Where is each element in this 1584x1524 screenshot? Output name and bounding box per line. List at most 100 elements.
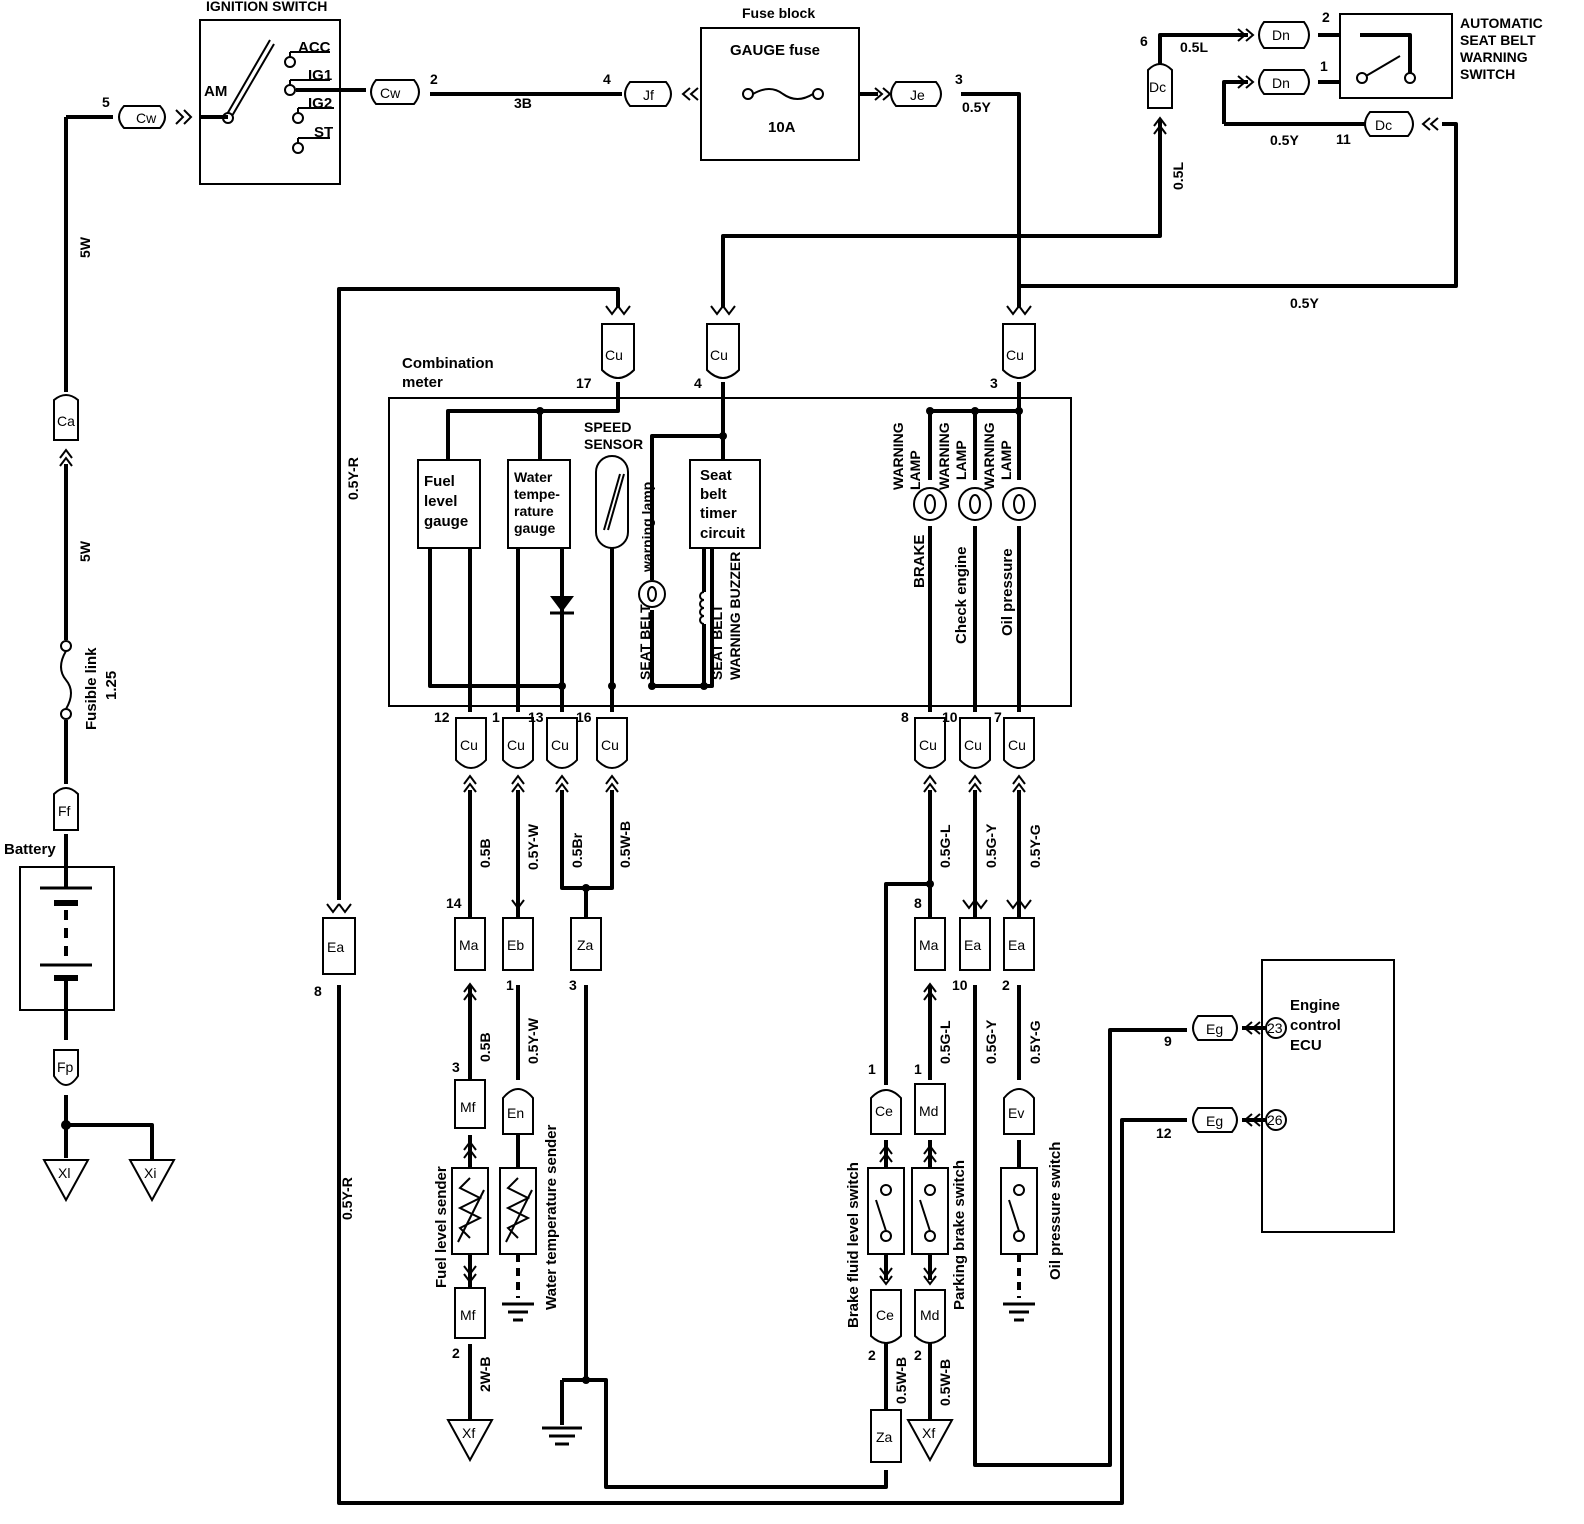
connector-eg-9: Eg 9 — [1164, 1015, 1261, 1049]
connector-fp: Fp — [53, 1049, 79, 1130]
wire-3b: 3B — [514, 95, 532, 111]
wire-05yr-upper: 0.5Y-R — [345, 457, 361, 500]
connector-dc-11: Dc 11 0.5Y — [1270, 111, 1439, 148]
combination-meter: Combination meter Fuel level gauge Water… — [388, 355, 1072, 707]
connector-jf-4: Jf 4 — [603, 71, 699, 107]
wire-5w-upper: 5W — [77, 236, 93, 258]
svg-text:Ea: Ea — [964, 937, 981, 953]
ground-xf-parking: Xf — [906, 1419, 954, 1463]
wire-05l-vert: 0.5L — [1170, 162, 1186, 190]
svg-text:gauge: gauge — [514, 520, 555, 536]
svg-text:Fuel: Fuel — [424, 473, 455, 490]
svg-text:timer: timer — [700, 505, 737, 522]
svg-text:WARNING BUZZER: WARNING BUZZER — [727, 552, 743, 680]
svg-text:Cu: Cu — [710, 347, 728, 363]
connector-ea-10: Ea 10 — [952, 899, 991, 993]
svg-text:Cu: Cu — [551, 737, 569, 753]
svg-text:Za: Za — [577, 937, 594, 953]
seatbelt-lamp-icon — [638, 580, 666, 608]
acc-terminal-label: ACC — [298, 39, 331, 56]
brake-lamp-icon — [913, 487, 947, 521]
connector-ca: Ca — [53, 394, 79, 467]
wire-05gy-lower: 0.5G-Y — [983, 1019, 999, 1064]
svg-text:2: 2 — [430, 71, 438, 87]
svg-text:2: 2 — [1002, 977, 1010, 993]
ecu-body — [1261, 959, 1395, 1233]
ignition-lever — [225, 39, 271, 117]
ground-xi: Xi — [128, 1159, 176, 1203]
fusible-link-icon — [60, 650, 72, 710]
svg-text:Dn: Dn — [1272, 75, 1290, 91]
svg-text:BRAKE: BRAKE — [911, 535, 928, 588]
wire-5w-lower: 5W — [77, 540, 93, 562]
ground-za — [542, 1376, 590, 1446]
svg-text:9: 9 — [1164, 1033, 1172, 1049]
wire-05yw-upper: 0.5Y-W — [525, 823, 541, 870]
ground-xf-fuel: Xf — [446, 1419, 494, 1463]
connector-ea-8: Ea 8 — [314, 903, 356, 999]
svg-text:1: 1 — [1320, 58, 1328, 74]
svg-text:WARNING: WARNING — [981, 422, 997, 490]
wire-05yg-lower: 0.5Y-G — [1027, 1020, 1043, 1064]
battery-title: Battery — [4, 841, 56, 858]
ground-xl: Xl — [42, 1159, 90, 1203]
ig1-terminal-label: IG1 — [308, 67, 332, 84]
svg-text:3: 3 — [990, 375, 998, 391]
svg-text:Ff: Ff — [58, 803, 71, 819]
ignition-switch-body — [199, 19, 341, 185]
connector-cu-13: Cu 13 — [528, 709, 578, 793]
svg-text:Oil pressure: Oil pressure — [999, 548, 1016, 636]
svg-text:1.25: 1.25 — [103, 671, 120, 700]
svg-text:6: 6 — [1140, 33, 1148, 49]
svg-text:Ce: Ce — [875, 1103, 893, 1119]
svg-text:En: En — [507, 1105, 524, 1121]
wire-05yr-lower: 0.5Y-R — [339, 1177, 355, 1220]
svg-text:Ea: Ea — [327, 939, 344, 955]
svg-text:Brake fluid level switch: Brake fluid level switch — [845, 1162, 862, 1328]
svg-text:Ca: Ca — [57, 413, 75, 429]
fuse-rating: 10A — [768, 119, 796, 136]
svg-text:Dc: Dc — [1149, 79, 1166, 95]
svg-text:Check engine: Check engine — [953, 546, 970, 644]
svg-text:Xf: Xf — [922, 1425, 935, 1441]
svg-text:Md: Md — [920, 1307, 939, 1323]
wire-05gl-upper: 0.5G-L — [937, 824, 953, 868]
wire-05yg-upper: 0.5Y-G — [1027, 824, 1043, 868]
am-terminal-label: AM — [204, 83, 227, 100]
svg-text:Ea: Ea — [1008, 937, 1025, 953]
connector-cw-2: Cw 2 — [370, 71, 438, 105]
svg-text:ECU: ECU — [1290, 1037, 1322, 1054]
svg-text:Parking brake switch: Parking brake switch — [951, 1160, 968, 1310]
fusible-link: Fusible link 1.25 — [60, 640, 120, 730]
svg-text:Mf: Mf — [460, 1099, 476, 1115]
water-temperature-sender: En Water temperature sender — [499, 1088, 560, 1322]
fuel-sender-body — [451, 1167, 489, 1255]
svg-text:23: 23 — [1267, 1020, 1283, 1036]
check-engine-lamp-icon — [958, 487, 992, 521]
connector-cu-4: Cu 4 — [694, 305, 740, 391]
connector-je-3: Je 3 0.5Y — [874, 71, 991, 115]
auto-seatbelt-switch: AUTOMATIC SEAT BELT WARNING SWITCH — [1339, 13, 1543, 99]
svg-text:Water: Water — [514, 469, 553, 485]
svg-text:Ma: Ma — [459, 937, 479, 953]
wire-05wb-parking: 0.5W-B — [937, 1359, 953, 1406]
svg-text:rature: rature — [514, 503, 554, 519]
connector-dc-6: Dc 6 0.5L 0.5L — [1140, 33, 1208, 190]
svg-text:17: 17 — [576, 375, 592, 391]
svg-text:SENSOR: SENSOR — [584, 436, 643, 452]
oil-pressure-switch: Ev Oil pressure switch — [1000, 1088, 1064, 1322]
svg-text:Fusible link: Fusible link — [83, 647, 100, 730]
svg-text:Cw: Cw — [380, 85, 401, 101]
svg-text:Fuel level sender: Fuel level sender — [433, 1166, 450, 1288]
svg-text:Cw: Cw — [136, 110, 157, 126]
svg-text:Engine: Engine — [1290, 997, 1340, 1014]
fuse-block-body — [700, 27, 860, 161]
svg-text:2: 2 — [914, 1347, 922, 1363]
svg-text:Seat: Seat — [700, 467, 732, 484]
svg-text:13: 13 — [528, 709, 544, 725]
wire-05br: 0.5Br — [569, 832, 585, 868]
ignition-switch-title: IGNITION SWITCH — [206, 0, 327, 14]
svg-text:3: 3 — [452, 1059, 460, 1075]
wire-05gy-upper: 0.5G-Y — [983, 823, 999, 868]
wire-05yw-lower: 0.5Y-W — [525, 1017, 541, 1064]
